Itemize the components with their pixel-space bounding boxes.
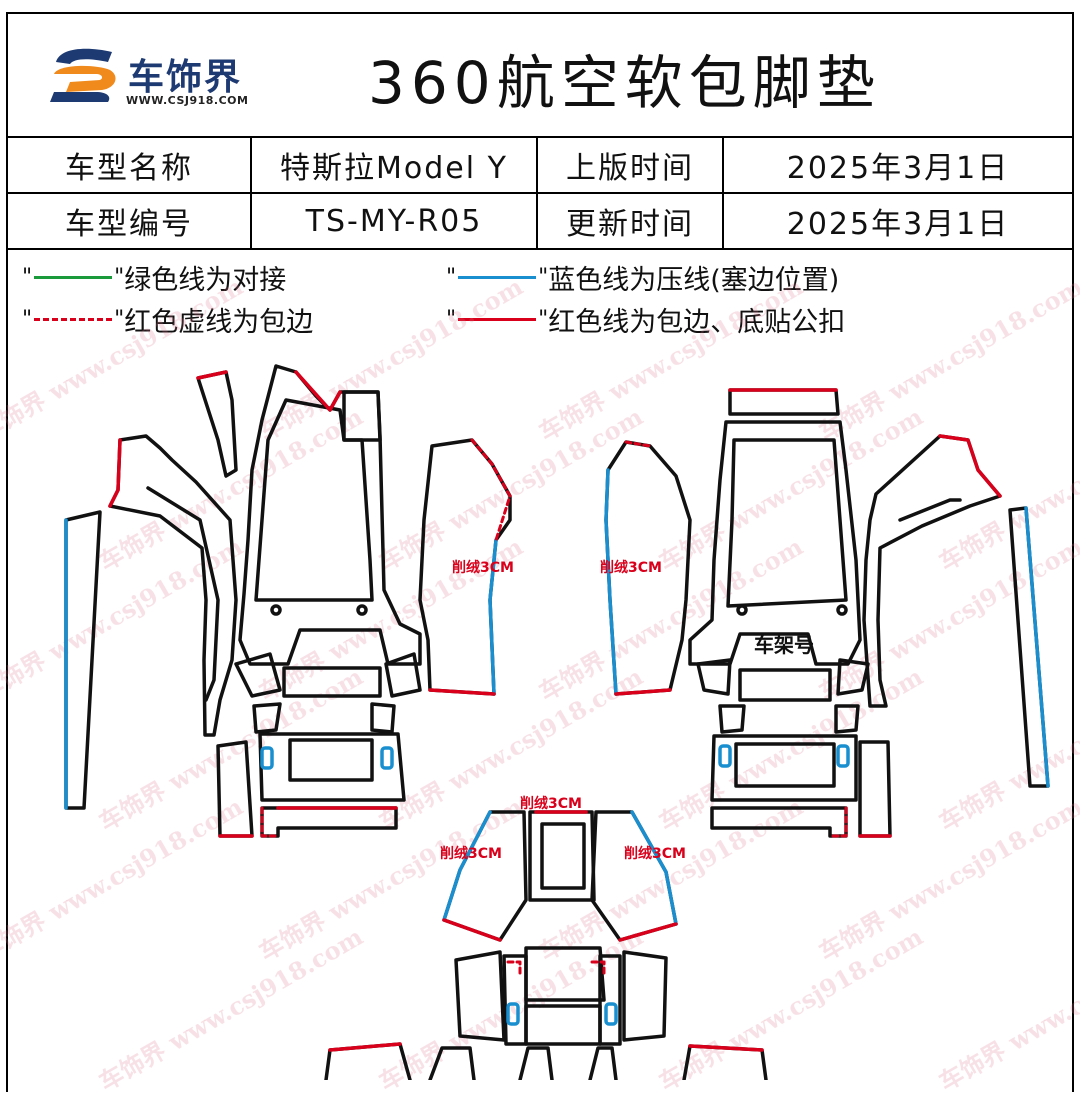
page-title: 360航空软包脚垫 — [368, 49, 881, 117]
rear-bottom-mid-a — [428, 1046, 476, 1080]
legend-red-dashed: " " 红色虚线为包边 — [22, 300, 313, 339]
red-dash-left-tab — [260, 806, 280, 838]
legend-blue: " " 蓝色线为压线(塞边位置) — [446, 258, 839, 297]
blue-rear-left — [442, 810, 492, 922]
red-dash-right-tab — [828, 806, 848, 838]
model-code-value: TS-MY-R05 — [251, 193, 538, 250]
cut-note-center-right: 削绒3CM — [624, 845, 686, 862]
logo-mark-icon — [50, 48, 116, 102]
pattern-sheet: 车饰界 WWW.CSJ918.COM 360航空软包脚垫 车型名称 特斯拉Mod… — [6, 12, 1074, 1092]
update-value: 2025年3月1日 — [723, 193, 1072, 250]
rear-center-bottom — [524, 1004, 602, 1046]
blue-right-door — [604, 468, 618, 696]
legend-row: " " 红色虚线为包边 " " 红色线为包边、底贴公扣 — [22, 300, 1052, 338]
red-bottom-right — [688, 1044, 764, 1052]
right-main-mat — [688, 420, 862, 666]
rear-bottom-mid-b — [518, 1046, 554, 1080]
left-rear-side — [216, 740, 254, 838]
left-rear-floor-inner — [288, 738, 374, 782]
right-lower-pad-b — [738, 668, 832, 702]
right-footwell-inner — [898, 498, 962, 522]
left-footwell-inner — [146, 486, 220, 702]
cut-note-right: 削绒3CM — [600, 559, 662, 576]
rear-bottom-mid-c — [588, 1046, 618, 1080]
blue-right-pillar — [1024, 506, 1050, 788]
release-label: 上版时间 — [537, 138, 724, 194]
right-footwell-side — [862, 434, 1002, 708]
left-lower-pad-c — [384, 652, 422, 698]
red-dash-rear-a — [506, 960, 522, 976]
red-dash-right-door — [624, 440, 652, 448]
red-bottom-left — [328, 1042, 402, 1052]
legend-red-solid-text: 红色线为包边、底贴公扣 — [548, 307, 846, 338]
rear-center-middle — [524, 946, 606, 1002]
left-rear-floor — [258, 732, 406, 802]
legend-blue-text: 蓝色线为压线(塞边位置) — [548, 265, 840, 296]
cut-note-left: 削绒3CM — [452, 559, 514, 576]
left-pillar-piece — [64, 510, 102, 810]
blue-line-swatch — [458, 276, 537, 279]
right-lower-pad-c — [836, 658, 870, 696]
red-left-wall-top — [196, 370, 228, 380]
red-dash-rear-b — [590, 960, 606, 976]
rear-right-block-2 — [622, 950, 668, 1042]
left-lower-pad-a — [234, 652, 282, 698]
right-rear-tab — [710, 806, 848, 838]
red-solid-swatch — [458, 318, 537, 321]
left-rear-tab — [260, 806, 398, 838]
rear-right-wing — [590, 810, 678, 942]
red-left-footwell-top — [108, 438, 122, 508]
blue-left-door — [488, 538, 498, 696]
blue-rear-right — [630, 810, 678, 926]
green-line-swatch — [34, 276, 113, 279]
left-lower-pad-e — [370, 702, 396, 734]
right-header-bar — [728, 388, 840, 416]
table-row: 车型编号 TS-MY-R05 更新时间 2025年3月1日 — [8, 193, 1072, 250]
table-row: 车型名称 特斯拉Model Y 上版时间 2025年3月1日 — [8, 138, 1072, 194]
right-lower-pad-a — [696, 658, 732, 696]
brand-logo: 车饰界 WWW.CSJ918.COM — [46, 44, 286, 114]
right-lower-pad-d — [718, 704, 746, 734]
rear-center-top-inner — [540, 822, 586, 890]
legend-red-dashed-text: 红色虚线为包边 — [124, 307, 314, 338]
logo-url: WWW.CSJ918.COM — [126, 94, 249, 107]
rear-left-block — [454, 950, 506, 1042]
model-code-label: 车型编号 — [8, 193, 252, 250]
right-rear-floor-inner — [734, 742, 836, 788]
red-dashed-swatch — [34, 318, 113, 321]
left-lower-pad-b — [282, 666, 382, 698]
left-footwell-side — [108, 434, 238, 737]
legend-row: " " 绿色线为对接 " " 蓝色线为压线(塞边位置) — [22, 258, 1052, 296]
spec-table: 车型名称 特斯拉Model Y 上版时间 2025年3月1日 车型编号 TS-M… — [8, 138, 1072, 250]
left-lower-pad-d — [252, 702, 282, 734]
right-rear-floor — [710, 734, 858, 802]
legend-green-text: 绿色线为对接 — [124, 265, 287, 296]
left-main-inner — [254, 398, 374, 602]
update-label: 更新时间 — [537, 193, 724, 250]
release-value: 2025年3月1日 — [723, 138, 1072, 194]
right-lower-pad-e — [834, 704, 860, 734]
cut-note-center-left: 削绒3CM — [440, 845, 502, 862]
left-wall-upper — [196, 370, 238, 478]
left-console-wall — [342, 390, 382, 442]
legend-red-solid: " " 红色线为包边、底贴公扣 — [446, 300, 845, 339]
right-rear-side — [858, 740, 892, 838]
rear-left-block-2 — [502, 954, 528, 1046]
red-dash-left-door — [470, 438, 512, 542]
red-rear-right-bottom — [618, 922, 678, 942]
right-main-inner — [726, 438, 848, 608]
cut-note-top-center: 削绒3CM — [520, 795, 582, 812]
red-left-door-bottom — [428, 688, 496, 696]
header: 车饰界 WWW.CSJ918.COM 360航空软包脚垫 — [8, 14, 1072, 138]
legend-green: " " 绿色线为对接 — [22, 258, 286, 297]
red-left-main-top — [294, 370, 342, 412]
model-name-value: 特斯拉Model Y — [251, 138, 538, 194]
model-name-label: 车型名称 — [8, 138, 252, 194]
red-rear-left-bottom — [442, 918, 502, 942]
red-right-door-bottom — [614, 688, 672, 696]
vin-label: 车架号 — [754, 633, 814, 657]
red-right-footwell-top — [938, 434, 1002, 498]
logo-name: 车饰界 — [128, 57, 243, 98]
